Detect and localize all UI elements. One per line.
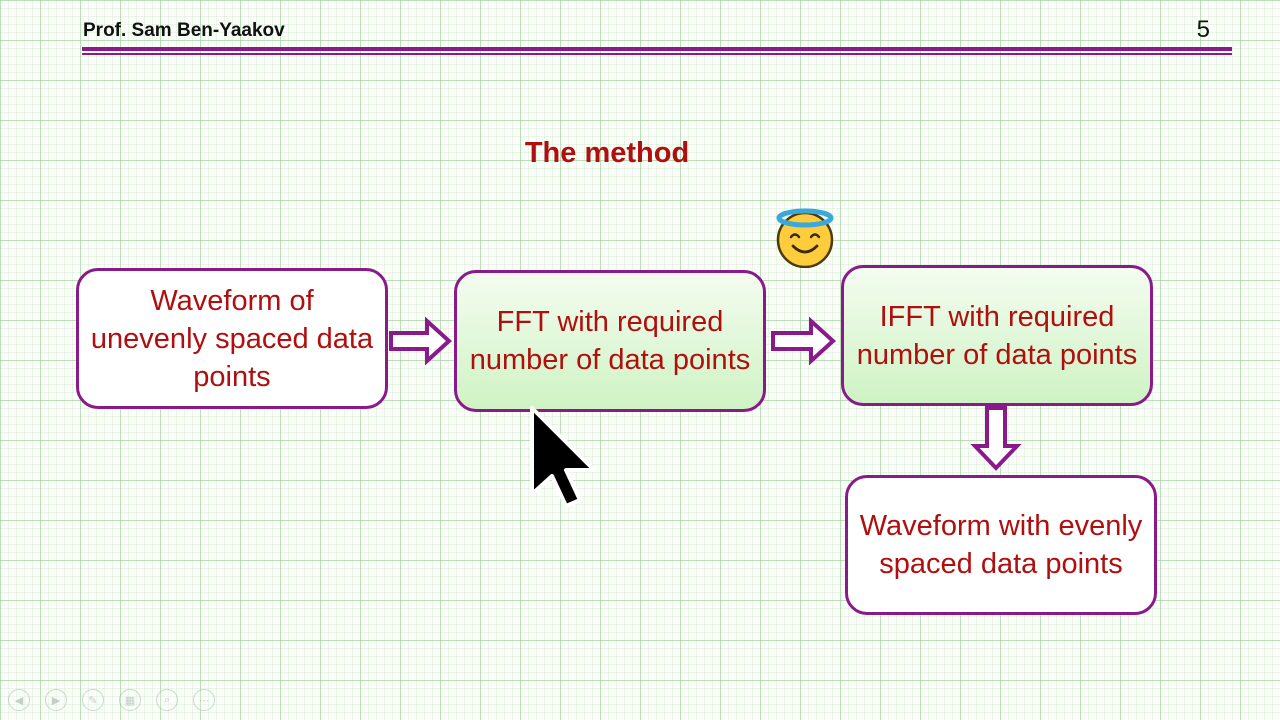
more-options-icon[interactable]: ⋯ [193, 689, 215, 711]
arrow-down-icon [970, 406, 1022, 471]
previous-slide-icon[interactable]: ◀ [8, 689, 30, 711]
box-ifft: IFFT with required number of data points [841, 265, 1153, 406]
header-divider-thin [82, 53, 1232, 55]
slides-grid-icon[interactable]: ▦ [119, 689, 141, 711]
smiling-face-with-halo-icon [776, 208, 834, 268]
pen-icon[interactable]: ✎ [82, 689, 104, 711]
presentation-toolbar: ◀ ▶ ✎ ▦ ⌕ ⋯ [8, 689, 215, 711]
zoom-icon[interactable]: ⌕ [156, 689, 178, 711]
arrow-right-icon [771, 316, 836, 366]
slide-title: The method [524, 137, 690, 169]
box-fft: FFT with required number of data points [454, 270, 766, 412]
box-uneven-waveform: Waveform of unevenly spaced data points [76, 268, 388, 409]
next-slide-icon[interactable]: ▶ [45, 689, 67, 711]
presenter-name: Prof. Sam Ben-Yaakov [83, 20, 285, 41]
arrow-right-icon [389, 316, 452, 366]
slide-number: 5 [1196, 16, 1210, 43]
box-even-waveform: Waveform with evenly spaced data points [845, 475, 1157, 615]
header-divider [82, 47, 1232, 51]
mouse-cursor-icon [530, 406, 596, 508]
